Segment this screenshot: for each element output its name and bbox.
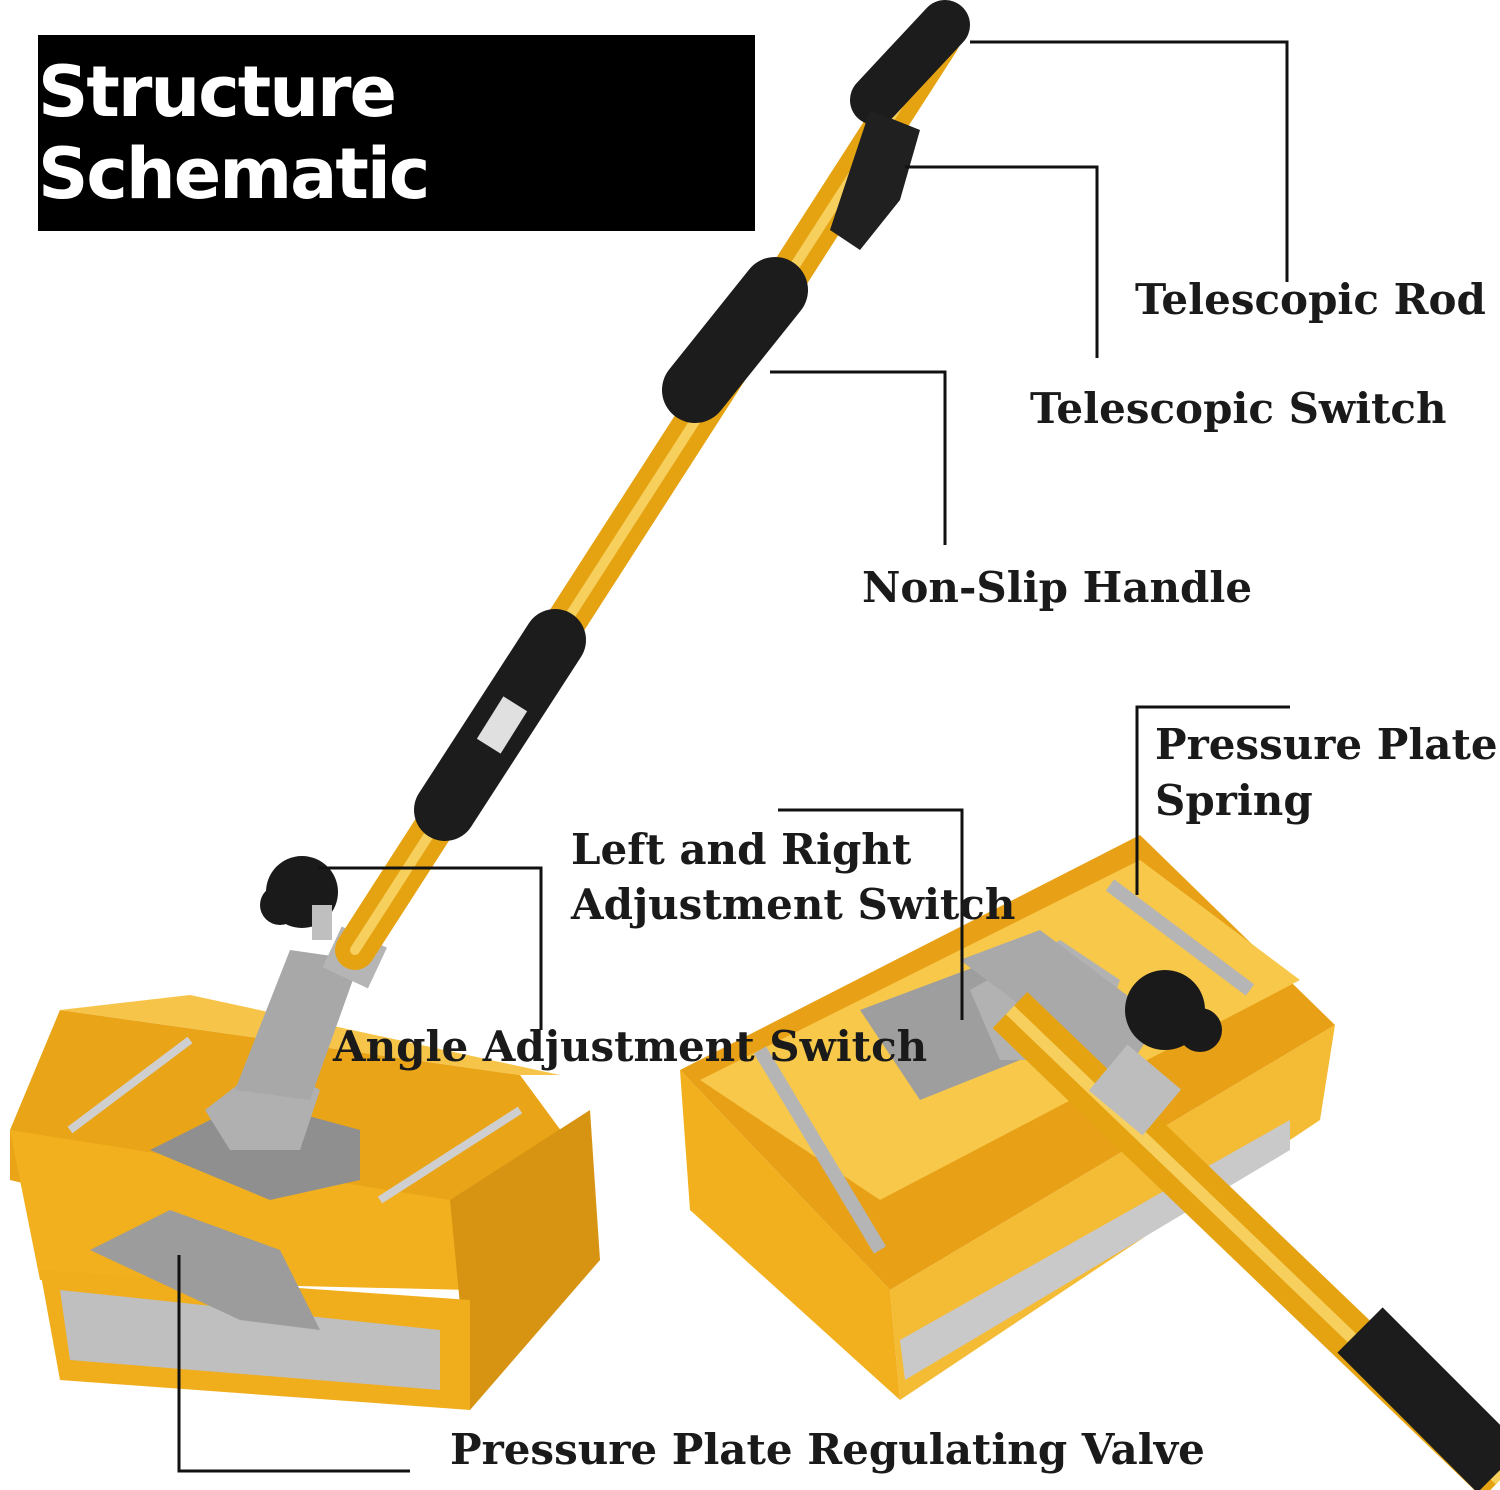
diagram-title: Structure Schematic [38, 51, 430, 215]
title-banner: Structure Schematic [38, 35, 755, 231]
leader-non-slip-handle [770, 370, 947, 545]
label-pressure-plate-spring-line1: Pressure Plate [1155, 720, 1498, 769]
left-flat-box [10, 926, 600, 1410]
label-telescopic-rod: Telescopic Rod [1135, 275, 1486, 324]
leader-angle-adjustment [318, 866, 543, 1030]
label-left-right-switch-line2: Adjustment Switch [571, 880, 1016, 929]
leader-pressure-plate-spring [1135, 705, 1290, 895]
label-telescopic-switch: Telescopic Switch [1030, 384, 1447, 433]
label-pressure-plate-spring-line2: Spring [1155, 776, 1313, 825]
leader-telescopic-rod [970, 40, 1289, 282]
leader-telescopic-switch [905, 165, 1099, 358]
label-angle-adjustment-switch: Angle Adjustment Switch [333, 1022, 928, 1071]
telescopic-pole [335, 0, 970, 970]
label-non-slip-handle: Non-Slip Handle [862, 563, 1253, 612]
leader-lines [177, 40, 1290, 1473]
leader-pressure-plate-valve [177, 1255, 410, 1473]
right-flat-box [680, 835, 1500, 1490]
label-left-right-switch-line1: Left and Right [571, 825, 912, 874]
label-pressure-plate-valve: Pressure Plate Regulating Valve [450, 1425, 1205, 1474]
angle-knob [260, 856, 338, 940]
leader-left-right-switch [778, 808, 964, 1020]
